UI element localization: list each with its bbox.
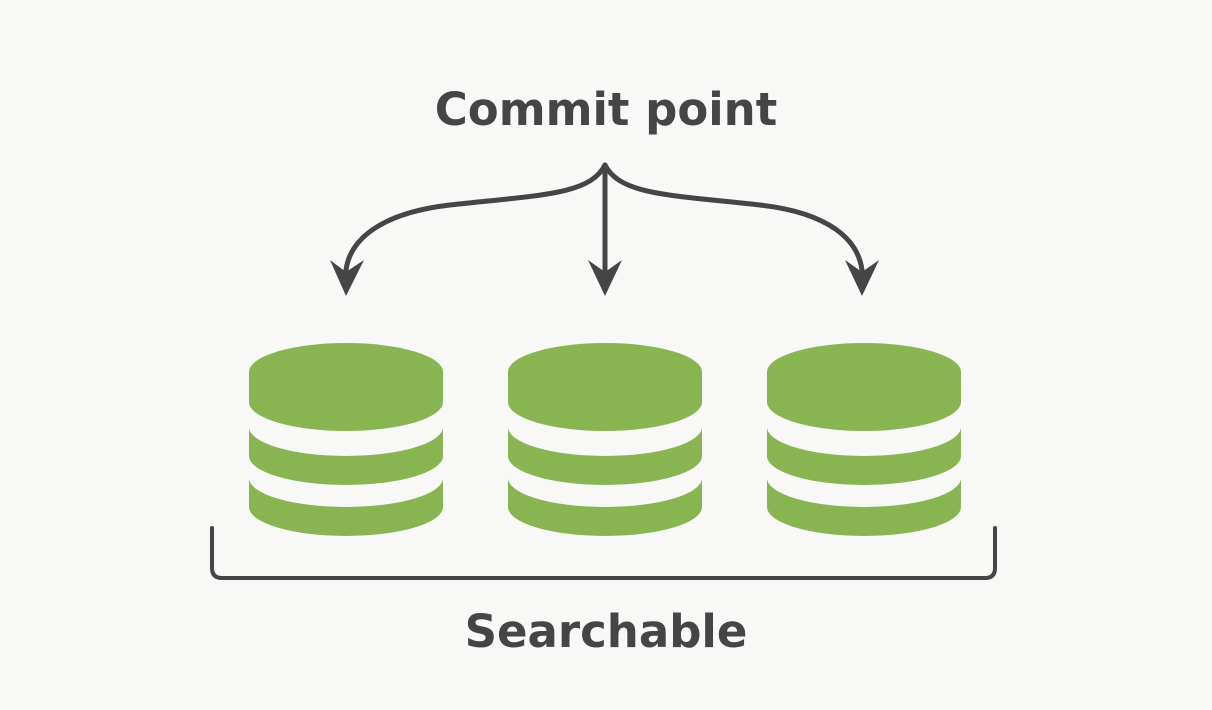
segment-right-database-icon: [767, 343, 961, 536]
commit-point-label: Commit point: [434, 83, 778, 136]
arrows-group: [343, 162, 865, 273]
segment-center-database-icon: [508, 343, 702, 536]
arrowhead-left: [330, 260, 364, 296]
searchable-label: Searchable: [464, 605, 748, 658]
arrow-right-line: [602, 162, 865, 273]
segment-left-database-icon: [249, 343, 443, 536]
arrowhead-center: [588, 260, 622, 296]
arrow-left-line: [343, 162, 608, 273]
searchable-bracket: [210, 526, 997, 580]
arrowhead-right: [845, 260, 879, 296]
arrowheads-group: [330, 260, 879, 296]
